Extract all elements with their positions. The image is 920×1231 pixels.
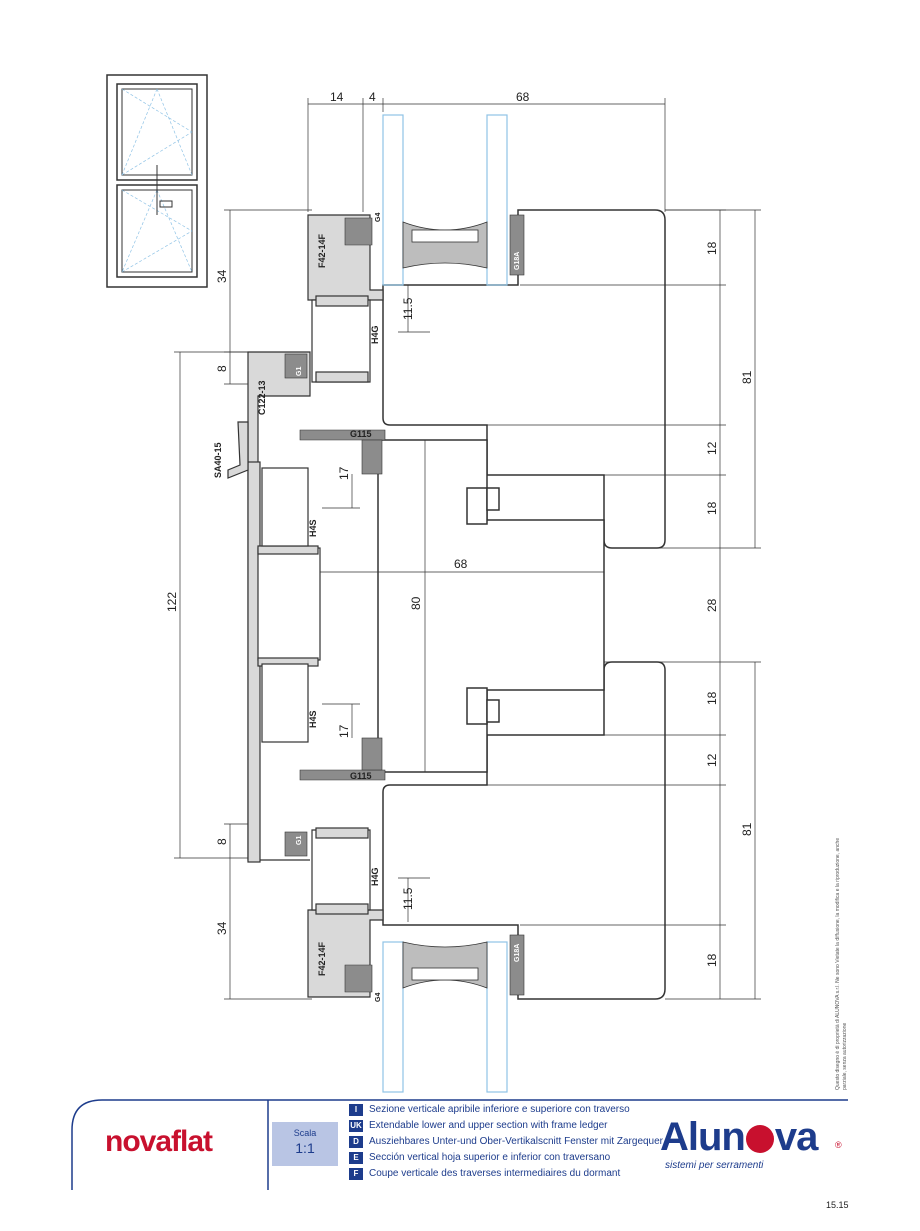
sash-notches xyxy=(466,487,500,725)
dim-inner-68: 68 xyxy=(454,557,468,571)
dim-left-8-top: 8 xyxy=(215,365,229,372)
copyright-notice: Questo disegno è di proprietà di ALUNOVA… xyxy=(835,837,848,1090)
glass-spacers xyxy=(402,221,488,989)
description-item: UK Extendable lower and upper section wit… xyxy=(349,1118,663,1134)
brand-alunova-text-b: va xyxy=(774,1115,818,1159)
window-thumbnail xyxy=(106,74,208,288)
label-g18a-top: G18A xyxy=(514,252,521,270)
dimension-texts: 14 4 68 34 8 122 8 34 11.5 11.5 17 17 80… xyxy=(165,90,754,967)
dim-inner-17-bottom: 17 xyxy=(337,724,351,738)
description-item: F Coupe verticale des traverses intermedi… xyxy=(349,1166,663,1182)
brand-tagline: sistemi per serramenti xyxy=(665,1160,764,1171)
dim-right-18-d: 18 xyxy=(705,953,719,967)
label-h4s-top: H4S xyxy=(308,519,318,537)
dim-top-14: 14 xyxy=(330,90,344,104)
label-h4g-top: H4G xyxy=(370,325,380,344)
language-code-badge: F xyxy=(349,1168,363,1180)
description-item: E Sección vertical hoja superior e inferi… xyxy=(349,1150,663,1166)
gaskets xyxy=(284,214,525,996)
page-number: 15.15 xyxy=(826,1200,849,1210)
dim-right-18-b: 18 xyxy=(705,501,719,515)
glass-panes xyxy=(382,114,508,1093)
label-g115-top: G115 xyxy=(350,429,372,439)
dim-top-68: 68 xyxy=(516,90,530,104)
dim-right-81-top: 81 xyxy=(740,370,754,384)
language-code-badge: E xyxy=(349,1152,363,1164)
scale-box: Scala 1:1 xyxy=(272,1122,338,1166)
dim-inner-17-top: 17 xyxy=(337,466,351,480)
dim-inner-80: 80 xyxy=(409,596,423,610)
description-item: D Ausziehbares Unter-und Ober-Vertikalscn… xyxy=(349,1134,663,1150)
brand-o-mark-icon xyxy=(745,1125,774,1153)
dim-top-4: 4 xyxy=(369,90,376,104)
profile-labels: F42-14F F42-14F C122-13 SA40-15 H4G H4G … xyxy=(213,213,521,1002)
aluminium-profiles xyxy=(227,214,384,998)
description-text: Sección vertical hoja superior e inferio… xyxy=(369,1152,611,1163)
label-g115-bottom: G115 xyxy=(350,771,372,781)
label-c122: C122-13 xyxy=(257,380,267,415)
dim-left-34-bottom: 34 xyxy=(215,921,229,935)
label-f42-top: F42-14F xyxy=(317,233,327,268)
dim-right-18-a: 18 xyxy=(705,241,719,255)
brand-alunova-text-a: Alun xyxy=(660,1115,746,1159)
label-g4-top: G4 xyxy=(375,213,382,222)
label-f42-bottom: F42-14F xyxy=(317,941,327,976)
sash-outlines xyxy=(377,209,666,1000)
dimension-lines xyxy=(174,98,761,1000)
dim-right-81-bottom: 81 xyxy=(740,822,754,836)
language-code-badge: D xyxy=(349,1136,363,1148)
language-code-badge: UK xyxy=(349,1120,363,1132)
description-text: Extendable lower and upper section with … xyxy=(369,1120,608,1131)
label-g1-top: G1 xyxy=(296,367,303,376)
scale-label: Scala xyxy=(293,1128,317,1138)
dim-left-8-bottom: 8 xyxy=(215,838,229,845)
label-g4-bottom: G4 xyxy=(375,993,382,1002)
dim-right-18-c: 18 xyxy=(705,691,719,705)
brand-novaflat-text: novaflat xyxy=(105,1125,213,1158)
registered-mark: ® xyxy=(835,1140,842,1150)
label-g1-bottom: G1 xyxy=(296,836,303,845)
description-text: Sezione verticale apribile inferiore e s… xyxy=(369,1104,630,1115)
brand-novaflat-logo: novaflat xyxy=(105,1125,213,1159)
dim-left-122: 122 xyxy=(165,592,179,612)
dim-right-12-a: 12 xyxy=(705,441,719,455)
label-g18a-bottom: G18A xyxy=(514,944,521,962)
label-h4s-bottom: H4S xyxy=(308,710,318,728)
dim-right-28: 28 xyxy=(705,598,719,612)
description-text: Coupe verticale des traverses intermedia… xyxy=(369,1168,621,1179)
dim-inner-11-5-top: 11.5 xyxy=(401,297,415,320)
scale-value: 1:1 xyxy=(295,1140,315,1156)
dim-inner-11-5-bottom: 11.5 xyxy=(401,887,415,910)
footer-frame xyxy=(71,1099,848,1190)
language-code-badge: I xyxy=(349,1104,363,1116)
description-list: I Sezione verticale apribile inferiore e … xyxy=(349,1102,663,1182)
dim-right-12-b: 12 xyxy=(705,753,719,767)
description-item: I Sezione verticale apribile inferiore e … xyxy=(349,1102,663,1118)
label-h4g-bottom: H4G xyxy=(370,867,380,886)
description-text: Ausziehbares Unter-und Ober-Vertikalscni… xyxy=(369,1136,664,1147)
dim-left-34-top: 34 xyxy=(215,269,229,283)
label-sa40: SA40-15 xyxy=(213,442,223,478)
